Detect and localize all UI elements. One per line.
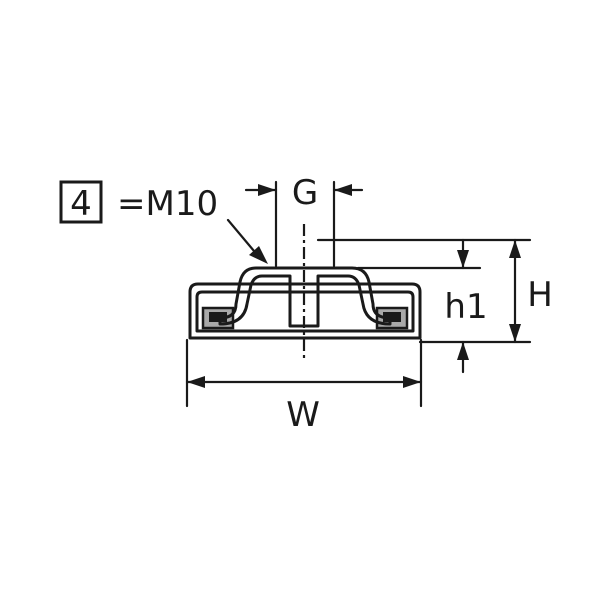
label-height: H xyxy=(527,275,553,315)
slider-nut xyxy=(218,266,392,328)
callout-text: =M10 xyxy=(117,184,218,224)
dimension-height: H xyxy=(509,238,553,344)
height-extension-lines xyxy=(316,238,532,344)
callout-leader-arrow xyxy=(226,218,268,264)
label-gap: G xyxy=(292,173,318,213)
dimension-width: W xyxy=(185,338,423,435)
callout-number: 4 xyxy=(70,184,92,224)
label-width: W xyxy=(286,395,320,435)
dimension-h1: h1 xyxy=(444,238,488,374)
label-h1: h1 xyxy=(444,287,487,327)
rail-profile xyxy=(188,282,422,340)
callout-number-box: 4 xyxy=(59,180,103,224)
dimension-gap: G xyxy=(244,173,364,268)
